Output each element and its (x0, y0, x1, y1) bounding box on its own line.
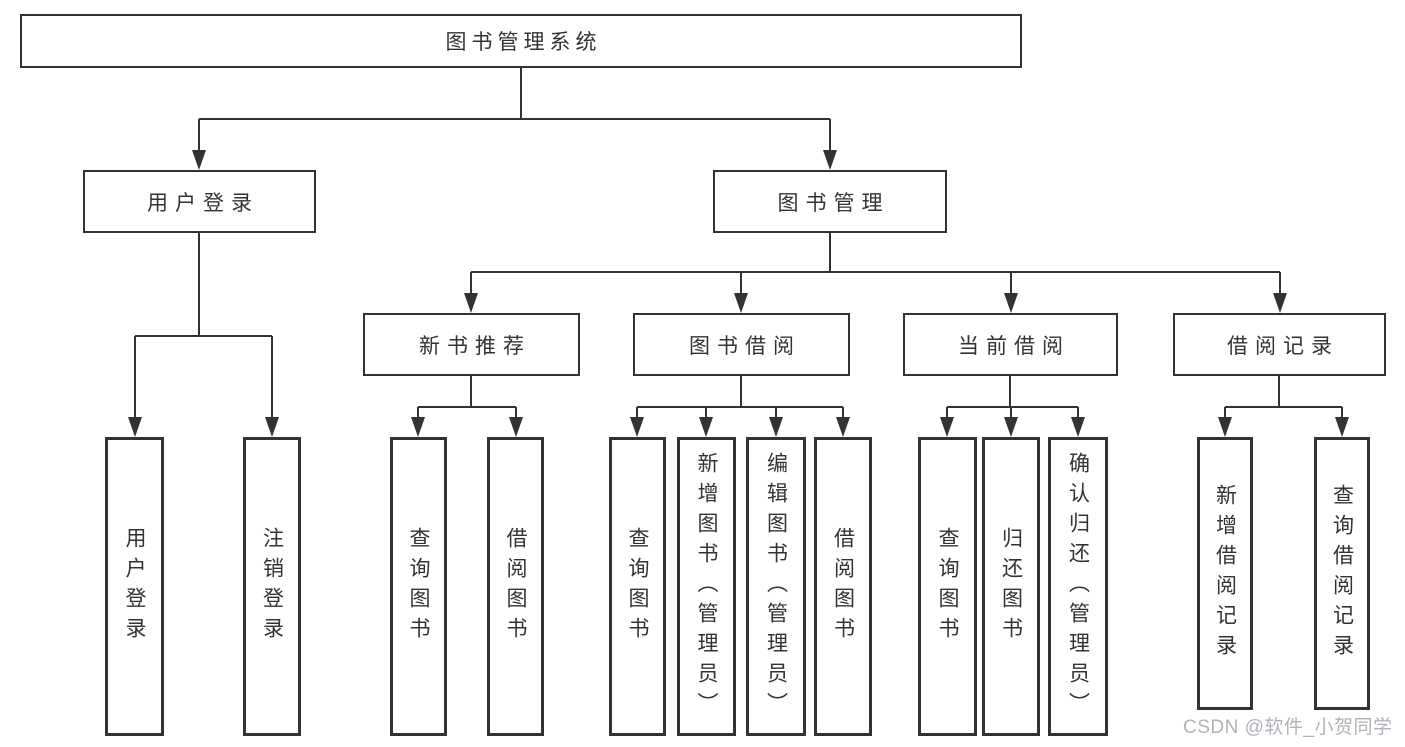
node-user-login: 用户登录 (83, 170, 316, 233)
node-cb-return-books: 归还图书 (982, 437, 1040, 736)
node-book-borrow-label: 图书借阅 (689, 334, 801, 358)
node-nb-borrow-books: 借阅图书 (487, 437, 544, 736)
node-book-management: 图书管理 (713, 170, 947, 233)
node-bb-add-books-admin-label: 新增图书（管理员） (695, 451, 718, 722)
node-nb-query-books-label: 查询图书 (407, 526, 430, 647)
node-current-borrow: 当前借阅 (903, 313, 1118, 376)
node-logout: 注销登录 (243, 437, 301, 736)
node-br-query-record: 查询借阅记录 (1314, 437, 1370, 710)
node-bb-add-books-admin: 新增图书（管理员） (677, 437, 736, 736)
node-login: 用户登录 (105, 437, 164, 736)
node-root-label: 图书管理系统 (445, 31, 602, 54)
node-current-borrow-label: 当前借阅 (958, 334, 1070, 358)
node-cb-return-books-label: 归还图书 (999, 526, 1023, 647)
node-cb-confirm-return-admin: 确认归还（管理员） (1048, 437, 1108, 736)
node-new-book-recommend: 新书推荐 (363, 313, 580, 376)
node-book-management-label: 图书管理 (777, 191, 890, 215)
node-bb-edit-books-admin-label: 编辑图书（管理员） (764, 451, 788, 722)
node-bb-edit-books-admin: 编辑图书（管理员） (746, 437, 806, 736)
node-cb-query-books: 查询图书 (918, 437, 977, 736)
node-br-add-record: 新增借阅记录 (1197, 437, 1253, 710)
node-br-query-record-label: 查询借阅记录 (1330, 483, 1354, 664)
node-nb-query-books: 查询图书 (390, 437, 447, 736)
node-root: 图书管理系统 (20, 14, 1022, 68)
node-bb-borrow-books-label: 借阅图书 (831, 526, 855, 647)
node-book-borrow: 图书借阅 (633, 313, 850, 376)
node-cb-confirm-return-admin-label: 确认归还（管理员） (1066, 451, 1090, 722)
node-borrow-records: 借阅记录 (1173, 313, 1386, 376)
node-br-add-record-label: 新增借阅记录 (1213, 483, 1237, 664)
node-bb-query-books-label: 查询图书 (626, 526, 649, 647)
node-logout-label: 注销登录 (260, 526, 284, 647)
node-cb-query-books-label: 查询图书 (936, 526, 959, 647)
node-nb-borrow-books-label: 借阅图书 (504, 526, 527, 647)
node-new-book-recommend-label: 新书推荐 (419, 334, 531, 358)
node-bb-query-books: 查询图书 (609, 437, 666, 736)
node-user-login-label: 用户登录 (147, 191, 259, 215)
node-bb-borrow-books: 借阅图书 (814, 437, 872, 736)
watermark-text: CSDN @软件_小贺同学 (1183, 717, 1393, 738)
node-login-label: 用户登录 (123, 526, 146, 647)
node-borrow-records-label: 借阅记录 (1227, 334, 1339, 358)
